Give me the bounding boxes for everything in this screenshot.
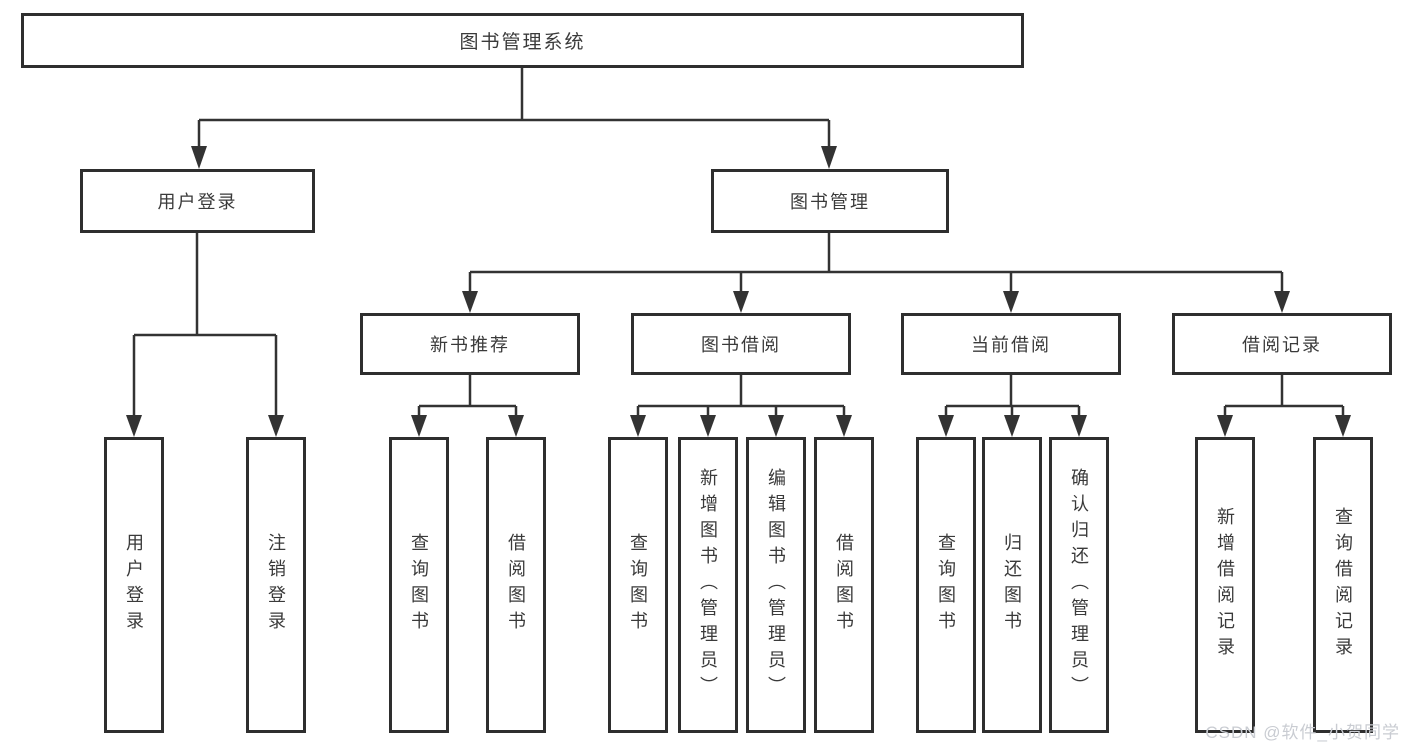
leaf-edit-books-admin: 编辑图书（管理员） [746, 437, 806, 733]
leaf-borrow-books-recommend: 借阅图书 [486, 437, 546, 733]
leaf-query-borrow-record: 查询借阅记录 [1313, 437, 1373, 733]
leaf-add-borrow-record: 新增借阅记录 [1195, 437, 1255, 733]
node-library-system: 图书管理系统 [21, 13, 1024, 68]
arrowheads [126, 146, 1351, 437]
leaf-confirm-return-admin: 确认归还（管理员） [1049, 437, 1109, 733]
leaf-user-login: 用户登录 [104, 437, 164, 733]
leaf-add-books-admin: 新增图书（管理员） [678, 437, 738, 733]
leaf-return-books: 归还图书 [982, 437, 1042, 733]
leaf-query-books-recommend: 查询图书 [389, 437, 449, 733]
node-book-management: 图书管理 [711, 169, 949, 233]
node-new-book-recommend: 新书推荐 [360, 313, 580, 375]
leaf-logout-login: 注销登录 [246, 437, 306, 733]
node-current-borrow: 当前借阅 [901, 313, 1121, 375]
node-book-borrow: 图书借阅 [631, 313, 851, 375]
node-borrow-records: 借阅记录 [1172, 313, 1392, 375]
leaf-query-books-borrow: 查询图书 [608, 437, 668, 733]
csdn-watermark: CSDN @软件_小贺同学 [1205, 723, 1400, 742]
node-user-login: 用户登录 [80, 169, 315, 233]
leaf-query-books-current: 查询图书 [916, 437, 976, 733]
leaf-borrow-books: 借阅图书 [814, 437, 874, 733]
